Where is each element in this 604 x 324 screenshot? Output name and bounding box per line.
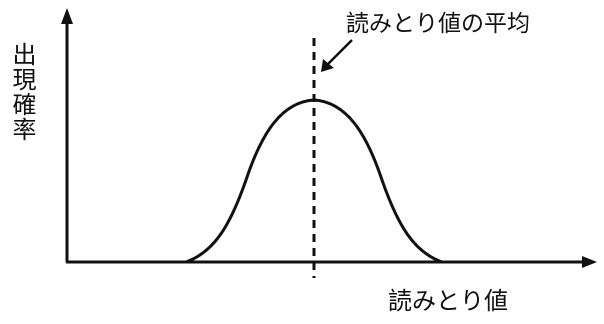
mean-annotation-label: 読みとり値の平均: [346, 11, 530, 37]
x-axis-label: 読みとり値: [388, 287, 508, 315]
y-axis-label: 出現確率: [8, 42, 36, 142]
y-axis-arrowhead: [61, 8, 73, 24]
mean-label-pointer: [323, 39, 353, 69]
x-axis-arrowhead: [582, 256, 597, 268]
mean-label-pointer-arrowhead: [321, 59, 334, 72]
